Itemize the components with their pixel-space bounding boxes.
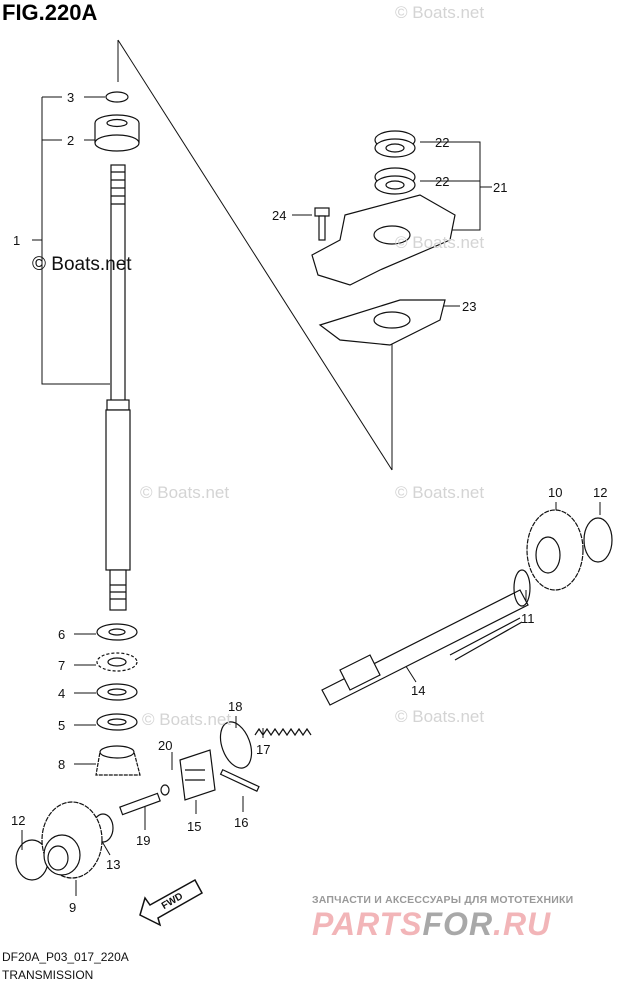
watermarks: © Boats.net © Boats.net © Boats.net © Bo… bbox=[32, 3, 484, 729]
washer-11 bbox=[513, 569, 531, 607]
callout: 21 bbox=[493, 180, 507, 195]
thrust-bearing-7 bbox=[96, 652, 138, 672]
propeller-shaft-14 bbox=[321, 589, 529, 706]
callout: 9 bbox=[69, 900, 76, 915]
bolt-24 bbox=[314, 207, 330, 241]
callout: 10 bbox=[548, 485, 562, 500]
watermark: © Boats.net bbox=[32, 254, 132, 275]
oil-seal-22 bbox=[374, 130, 416, 158]
spring-17 bbox=[254, 727, 312, 737]
callout: 8 bbox=[58, 757, 65, 772]
callout: 15 bbox=[187, 819, 201, 834]
fwd-arrow-icon: FWD bbox=[139, 878, 204, 927]
watermark: © Boats.net bbox=[395, 707, 484, 726]
callout: 17 bbox=[256, 742, 270, 757]
figure-name: TRANSMISSION bbox=[2, 968, 94, 982]
drive-shaft bbox=[105, 164, 131, 611]
clutch-dog-15 bbox=[179, 749, 216, 801]
figure-title: FIG.220A bbox=[2, 0, 98, 25]
callout: 6 bbox=[58, 627, 65, 642]
washer-4 bbox=[96, 683, 138, 701]
callout: 18 bbox=[228, 699, 242, 714]
washer-6 bbox=[96, 623, 138, 641]
callout: 23 bbox=[462, 299, 476, 314]
leader-lines bbox=[21, 39, 601, 896]
pinion-gear-8 bbox=[95, 745, 141, 776]
brand-part-c: .RU bbox=[493, 906, 552, 942]
figure-code: DF20A_P03_017_220A bbox=[2, 950, 129, 964]
seal-housing-21 bbox=[311, 194, 456, 286]
callout-labels: 3 2 1 22 22 21 24 23 10 12 11 14 18 17 2… bbox=[11, 90, 607, 915]
callout: 7 bbox=[58, 658, 65, 673]
watermark: © Boats.net bbox=[395, 233, 484, 252]
washer-5 bbox=[96, 713, 138, 731]
watermark: © Boats.net bbox=[140, 483, 229, 502]
reverse-gear-9 bbox=[41, 801, 103, 879]
gasket-23 bbox=[318, 299, 446, 346]
partsfor-tagline: ЗАПЧАСТИ И АКСЕССУАРЫ ДЛЯ МОТОТЕХНИКИ bbox=[312, 894, 574, 906]
callout: 19 bbox=[136, 833, 150, 848]
callout: 22 bbox=[435, 174, 449, 189]
watermark: © Boats.net bbox=[395, 483, 484, 502]
callout: 12 bbox=[593, 485, 607, 500]
brand-part-a: PARTS bbox=[312, 906, 423, 942]
callout: 3 bbox=[67, 90, 74, 105]
callout: 16 bbox=[234, 815, 248, 830]
callout: 13 bbox=[106, 857, 120, 872]
watermark: © Boats.net bbox=[142, 710, 231, 729]
ring-18 bbox=[219, 721, 253, 769]
brand-part-b: FOR bbox=[422, 906, 494, 942]
callout: 2 bbox=[67, 133, 74, 148]
oil-seal-22 bbox=[374, 167, 416, 195]
partsfor-logo: PARTSFOR.RU bbox=[312, 906, 551, 942]
callout: 11 bbox=[521, 611, 535, 626]
callout: 4 bbox=[58, 686, 65, 701]
bearing-2 bbox=[94, 114, 140, 152]
callout: 5 bbox=[58, 718, 65, 733]
circlip-3 bbox=[105, 91, 129, 103]
push-rod-16 bbox=[219, 768, 260, 792]
callout: 22 bbox=[435, 135, 449, 150]
forward-gear-10 bbox=[526, 509, 584, 591]
callout: 12 bbox=[11, 813, 25, 828]
pin-20 bbox=[160, 784, 170, 796]
callout: 1 bbox=[13, 233, 20, 248]
pin-19 bbox=[119, 792, 161, 816]
callout: 20 bbox=[158, 738, 172, 753]
watermark: © Boats.net bbox=[395, 3, 484, 22]
shim-12 bbox=[583, 517, 613, 563]
callout: 24 bbox=[272, 208, 286, 223]
callout: 14 bbox=[411, 683, 425, 698]
